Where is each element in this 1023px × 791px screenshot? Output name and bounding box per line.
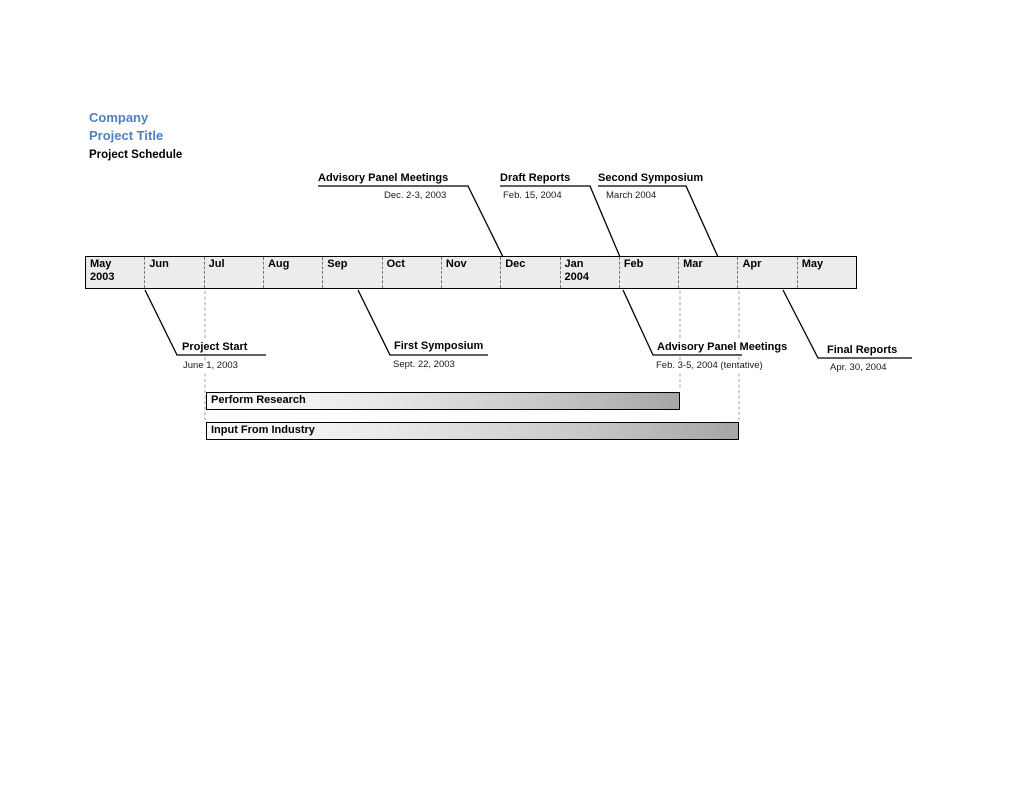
callout-date-project-start: June 1, 2003 [182, 360, 240, 372]
month-label: Feb [623, 258, 644, 270]
timeline-month-cell: May 2003 [86, 257, 144, 288]
callout-date-first-symposium: Sept. 22, 2003 [392, 359, 457, 371]
timeline-month-cell: Dec [500, 257, 559, 288]
callout-title-advisory-panel-meetings-below: Advisory Panel Meetings [656, 340, 790, 354]
month-label: Jul [208, 258, 225, 270]
callout-title-second-symposium: Second Symposium [597, 171, 706, 185]
callout-title-project-start: Project Start [181, 340, 250, 354]
timeline-month-cell: Jun [144, 257, 203, 288]
month-label: Mar [683, 258, 703, 270]
callout-title-advisory-panel-meetings-above: Advisory Panel Meetings [317, 171, 451, 185]
month-label: Jun [149, 258, 169, 270]
timeline-month-cell: Oct [381, 257, 441, 288]
year-label: 2003 [90, 271, 115, 283]
schedule-heading: Project Schedule [89, 149, 183, 161]
callout-date-draft-reports: Feb. 15, 2004 [502, 190, 564, 202]
callout-date-advisory-panel-meetings-below: Feb. 3-5, 2004 (tentative) [655, 360, 765, 372]
task-bar-label: Input From Industry [211, 424, 315, 436]
timeline-month-cell: Nov [440, 257, 500, 288]
callout-date-final-reports: Apr. 30, 2004 [829, 362, 889, 374]
callout-date-advisory-panel-meetings-above: Dec. 2-3, 2003 [383, 190, 449, 202]
month-label: May [90, 258, 112, 270]
company-name: Company [89, 110, 149, 125]
month-label: Jan [564, 258, 584, 270]
month-label: Nov [445, 258, 467, 270]
month-label: May [801, 258, 824, 270]
year-label: 2004 [564, 271, 589, 283]
month-label: Apr [742, 258, 762, 270]
callout-title-final-reports: Final Reports [826, 343, 900, 357]
timeline-month-cell: Jul [203, 257, 263, 288]
month-label: Oct [386, 258, 405, 270]
month-label: Sep [327, 258, 348, 270]
task-bar-perform-research: Perform Research [206, 392, 680, 410]
project-title: Project Title [89, 128, 164, 143]
timeline-bar: May 2003 Jun Jul Aug Sep Oct Nov Dec Jan… [85, 256, 857, 289]
timeline-month-cell: Mar [678, 257, 737, 288]
timeline-month-cell: May [796, 257, 856, 288]
timeline-month-cell: Jan 2004 [559, 257, 619, 288]
callout-title-first-symposium: First Symposium [393, 339, 486, 353]
timeline-month-cell: Apr [737, 257, 796, 288]
timeline-month-cell: Aug [262, 257, 322, 288]
timeline-month-cell: Feb [618, 257, 678, 288]
callout-date-second-symposium: March 2004 [605, 190, 659, 202]
timeline-month-cell: Sep [322, 257, 381, 288]
task-bar-input-from-industry: Input From Industry [206, 422, 739, 440]
month-label: Dec [505, 258, 526, 270]
task-bar-label: Perform Research [211, 394, 306, 406]
callout-title-draft-reports: Draft Reports [499, 171, 573, 185]
month-label: Aug [267, 258, 290, 270]
